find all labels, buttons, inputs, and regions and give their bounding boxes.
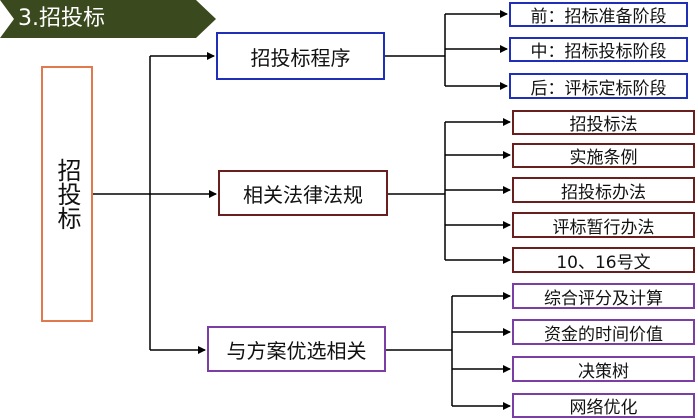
leaf-preparation-stage: 前：招标准备阶段: [509, 2, 688, 27]
leaf-bidding-measures: 招投标办法: [512, 177, 695, 203]
leaf-comprehensive-scoring: 综合评分及计算: [512, 283, 695, 309]
leaf-evaluation-stage: 后：评标定标阶段: [509, 73, 688, 99]
leaf-bidding-law: 招投标法: [512, 110, 695, 135]
leaf-evaluation-interim-measures: 评标暂行办法: [512, 212, 695, 238]
leaf-time-value-of-money: 资金的时间价值: [512, 319, 695, 345]
leaf-implementing-regulations: 实施条例: [512, 143, 695, 168]
branch-node-procedure: 招投标程序: [216, 32, 385, 80]
leaf-network-optimization: 网络优化: [512, 393, 695, 418]
branch-node-laws: 相关法律法规: [218, 170, 388, 216]
section-title: 3.招投标: [18, 6, 105, 31]
leaf-documents-10-16: 10、16号文: [512, 247, 695, 273]
leaf-bidding-stage: 中：招标投标阶段: [509, 37, 688, 62]
root-node: 招投标: [41, 66, 93, 322]
branch-node-optimization: 与方案优选相关: [207, 326, 386, 372]
section-banner: [0, 0, 216, 38]
leaf-decision-tree: 决策树: [512, 356, 695, 382]
